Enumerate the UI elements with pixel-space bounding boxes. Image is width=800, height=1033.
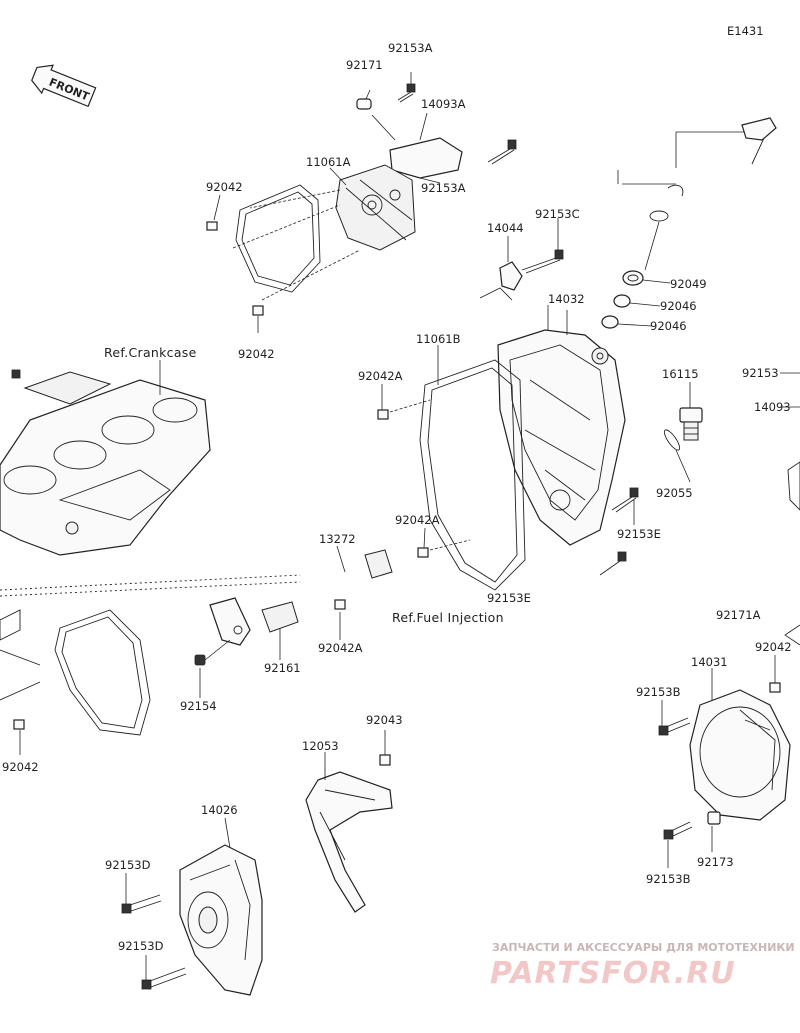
bolt-92153A-mid xyxy=(487,139,517,165)
label-92153B-b: 92153B xyxy=(646,872,691,886)
label-92171A: 92171A xyxy=(716,608,761,622)
seal-92049 xyxy=(622,270,644,286)
label-92153A-top: 92153A xyxy=(388,41,433,55)
pin-92042-r xyxy=(769,682,781,693)
bolt-92153A-top xyxy=(397,83,416,103)
oil-filler-cap-16115 xyxy=(679,407,703,441)
label-92161: 92161 xyxy=(264,661,301,675)
part-13272 xyxy=(364,549,393,579)
clip-92171-top xyxy=(356,98,372,110)
bracket-92161 xyxy=(209,597,251,646)
label-92153D-b: 92153D xyxy=(118,939,164,953)
gasket-left xyxy=(54,609,151,736)
gasket-11061B xyxy=(419,359,526,591)
seal-92046-a xyxy=(613,294,631,308)
label-13272: 13272 xyxy=(319,532,356,546)
cover-14032 xyxy=(497,329,626,546)
label-11061B: 11061B xyxy=(416,332,461,346)
bolt-92153B-b xyxy=(663,829,674,840)
bolt-92154 xyxy=(194,654,206,666)
label-12053: 12053 xyxy=(302,739,339,753)
label-92154: 92154 xyxy=(180,699,217,713)
label-14093-r: 14093 xyxy=(754,400,791,414)
bracket-14044 xyxy=(499,261,523,291)
label-11061A: 11061A xyxy=(306,155,351,169)
pin-92042A-b xyxy=(417,547,429,558)
label-92153-r: 92153 xyxy=(742,366,779,380)
o-ring-92055 xyxy=(663,429,681,451)
label-92042A-a: 92042A xyxy=(358,369,403,383)
label-92046-b: 92046 xyxy=(650,319,687,333)
label-92153B-a: 92153B xyxy=(636,685,681,699)
label-92153D-a: 92153D xyxy=(105,858,151,872)
watermark-brand: PARTSFOR.RU xyxy=(490,956,736,991)
label-92049: 92049 xyxy=(670,277,707,291)
pin-92043 xyxy=(379,754,391,766)
bracket-12053 xyxy=(305,771,393,913)
label-92042A-c: 92042A xyxy=(318,641,363,655)
clip-92173 xyxy=(707,811,721,825)
label-92046-a: 92046 xyxy=(660,299,697,313)
label-14031: 14031 xyxy=(691,655,728,669)
cover-14026 xyxy=(179,844,263,996)
label-16115: 16115 xyxy=(662,367,699,381)
cover-14031 xyxy=(689,689,791,821)
bolt-92153B-a xyxy=(658,725,669,736)
gasket-11061A xyxy=(235,184,321,293)
crankcase-ref xyxy=(0,369,211,556)
label-92055: 92055 xyxy=(656,486,693,500)
pin-92042A-a xyxy=(377,409,389,420)
ref-fuel-injection: Ref.Fuel Injection xyxy=(392,610,504,625)
pin-92042-mid xyxy=(252,305,264,316)
label-14093A: 14093A xyxy=(421,97,466,111)
bolt-92153E-b xyxy=(617,551,627,562)
seal-92046-b xyxy=(601,315,619,329)
label-92153E-a: 92153E xyxy=(617,527,661,541)
bolt-92153D-a xyxy=(121,903,132,914)
label-92042-mid: 92042 xyxy=(238,347,275,361)
label-92042-r: 92042 xyxy=(755,640,792,654)
cover-14093A xyxy=(335,137,463,251)
pin-92042A-c xyxy=(334,599,346,610)
label-92171-top: 92171 xyxy=(346,58,383,72)
label-92042A-b: 92042A xyxy=(395,513,440,527)
ref-crankcase: Ref.Crankcase xyxy=(104,345,197,360)
bracket-top-right xyxy=(741,117,777,141)
label-92043: 92043 xyxy=(366,713,403,727)
bolt-92153E-a xyxy=(629,487,639,498)
label-92153A-mid: 92153A xyxy=(421,181,466,195)
front-arrow-icon: FRONT xyxy=(31,64,97,108)
diagram-code: E1431 xyxy=(727,24,764,38)
pin-92042-bl xyxy=(13,719,25,730)
bolt-92153C xyxy=(554,249,564,260)
label-92153C: 92153C xyxy=(535,207,580,221)
pin-92042-tl xyxy=(206,221,218,231)
bolt-92153D-b xyxy=(141,979,152,990)
circlip xyxy=(667,184,684,197)
label-92042-tl: 92042 xyxy=(206,180,243,194)
label-14044: 14044 xyxy=(487,221,524,235)
washer xyxy=(649,210,669,222)
watermark-caption: ЗАПЧАСТИ И АКСЕССУАРЫ ДЛЯ МОТОТЕХНИКИ xyxy=(492,941,795,954)
label-14032: 14032 xyxy=(548,292,585,306)
label-92173: 92173 xyxy=(697,855,734,869)
label-92042-bl: 92042 xyxy=(2,760,39,774)
label-14026: 14026 xyxy=(201,803,238,817)
label-92153E-b: 92153E xyxy=(487,591,531,605)
